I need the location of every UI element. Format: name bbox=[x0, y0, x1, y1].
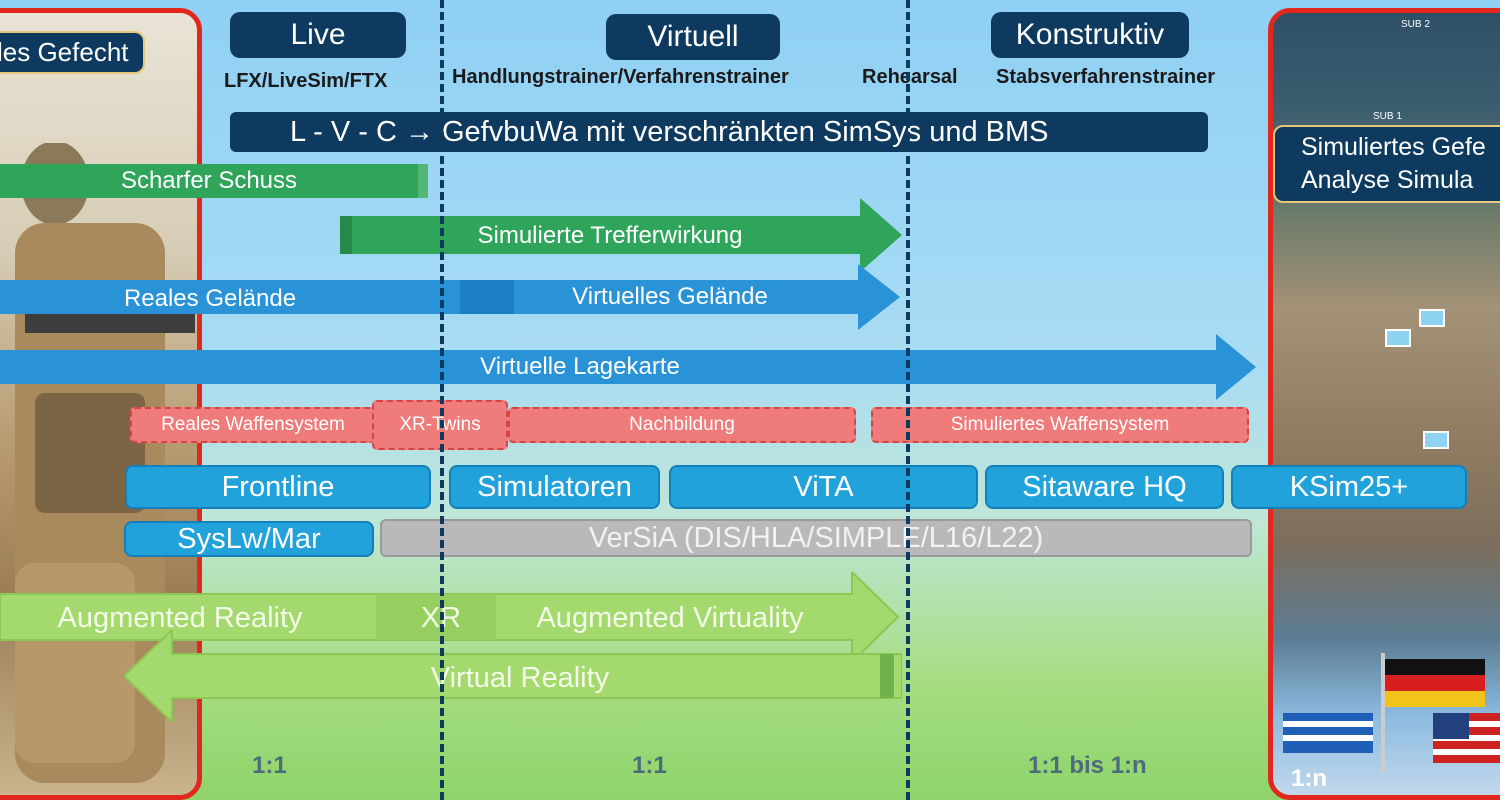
column-subtitle-virtuell: Handlungstrainer/Verfahrenstrainer bbox=[452, 66, 789, 88]
label-virtuelle-lagekarte: Virtuelle Lagekarte bbox=[480, 353, 680, 380]
left-panel-title: les Gefecht bbox=[0, 31, 145, 74]
label-reales-gelaende: Reales Gelände bbox=[123, 285, 297, 312]
bar-scharfer-schuss-label: Scharfer Schuss bbox=[120, 167, 298, 194]
label-augmented-virtuality: Augmented Virtuality bbox=[536, 602, 804, 634]
column-title-konstruktiv: Konstruktiv bbox=[991, 12, 1189, 58]
system-sitaware-hq: Sitaware HQ bbox=[985, 465, 1224, 509]
system-frontline: Frontline bbox=[125, 465, 431, 509]
right-panel-title: Simuliertes Gefe Analyse Simula bbox=[1273, 125, 1500, 203]
weapon-nachbildung: Nachbildung bbox=[508, 407, 856, 443]
right-map-panel: SUB 2 SUB 1 Simuliertes Gefe Analyse Sim… bbox=[1268, 8, 1500, 800]
versia-bar: VerSiA (DIS/HLA/SIMPLE/L16/L22) bbox=[380, 519, 1252, 557]
system-vita: ViTA bbox=[669, 465, 978, 509]
germany-flag-icon bbox=[1381, 653, 1485, 773]
map-label-sub2: SUB 2 bbox=[1401, 19, 1430, 30]
system-simulatoren: Simulatoren bbox=[449, 465, 660, 509]
scale-konstruktiv: 1:1 bis 1:n bbox=[1028, 752, 1147, 779]
weapon-simuliertes-waffensystem: Simuliertes Waffensystem bbox=[871, 407, 1249, 443]
bar-scharfer-schuss: Scharfer Schuss bbox=[0, 164, 428, 198]
arrow-virtuelle-lagekarte bbox=[0, 334, 1256, 400]
unit-icon bbox=[1385, 329, 1411, 347]
weapon-reales-waffensystem: Reales Waffensystem bbox=[130, 407, 376, 443]
right-title-line1: Simuliertes Gefe bbox=[1301, 133, 1486, 161]
scale-right: 1:n bbox=[1291, 765, 1327, 792]
right-title-line2: Analyse Simula bbox=[1301, 166, 1474, 194]
lvc-banner: L - V - C → GefvbuWa mit verschränkten S… bbox=[230, 112, 1208, 152]
separator-virtuell-konstruktiv bbox=[906, 0, 910, 800]
column-subtitle-live: LFX/LiveSim/FTX bbox=[224, 70, 388, 92]
scale-live: 1:1 bbox=[252, 752, 287, 779]
arrow-virtual-reality bbox=[124, 630, 902, 722]
label-augmented-reality: Augmented Reality bbox=[57, 602, 303, 634]
scale-virtuell: 1:1 bbox=[632, 752, 667, 779]
column-title-virtuell: Virtuell bbox=[606, 14, 780, 60]
label-virtuelles-gelaende: Virtuelles Gelände bbox=[572, 283, 768, 310]
arrow-augmented bbox=[0, 572, 900, 662]
usa-flag-icon bbox=[1433, 713, 1500, 763]
system-syslw-mar: SysLw/Mar bbox=[124, 521, 374, 557]
arrow-simulierte-trefferwirkung bbox=[340, 198, 902, 272]
column-subtitle-konstruktiv: Stabsverfahrenstrainer bbox=[996, 66, 1215, 88]
greece-flag-icon bbox=[1283, 713, 1373, 753]
label-simulierte-trefferwirkung: Simulierte Trefferwirkung bbox=[477, 222, 743, 249]
label-virtual-reality: Virtual Reality bbox=[430, 662, 610, 694]
column-title-live: Live bbox=[230, 12, 406, 58]
map-label-sub1: SUB 1 bbox=[1373, 111, 1402, 122]
system-ksim25: KSim25+ bbox=[1231, 465, 1467, 509]
unit-icon bbox=[1419, 309, 1445, 327]
unit-icon bbox=[1423, 431, 1449, 449]
separator-live-virtuell bbox=[440, 0, 444, 800]
arrow-gelaende bbox=[0, 264, 900, 330]
